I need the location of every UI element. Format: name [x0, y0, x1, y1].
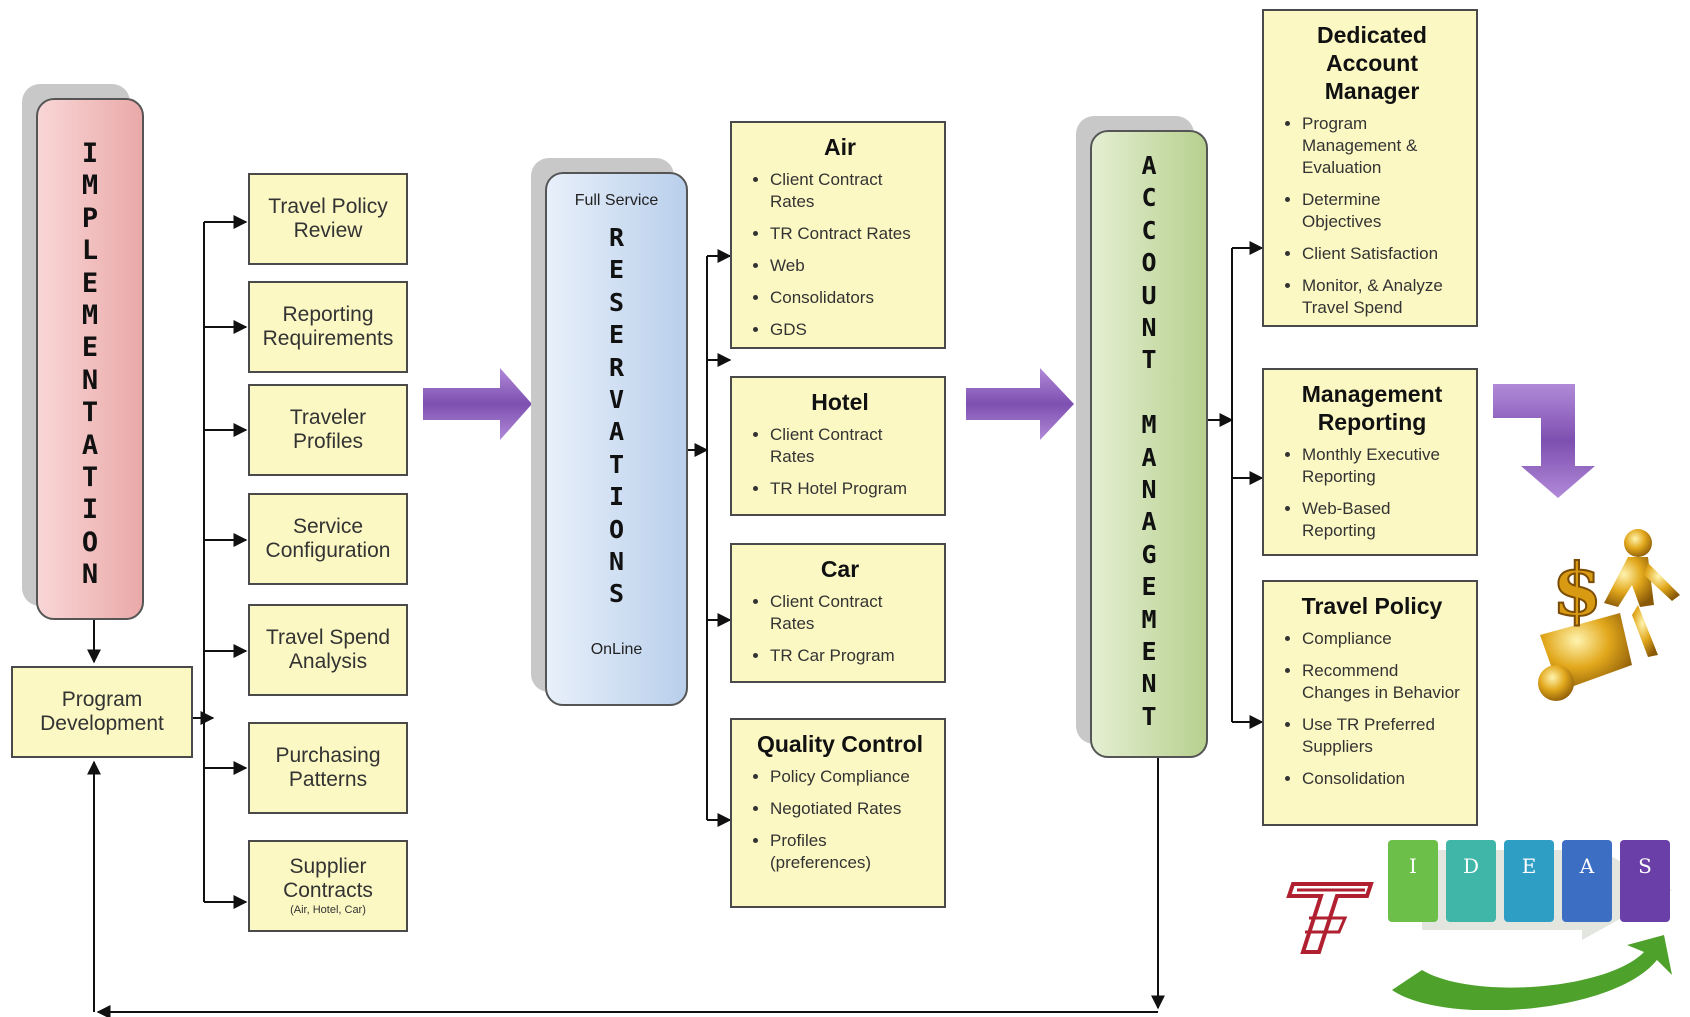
- detail-item: Monitor, & Analyze Travel Spend: [1302, 275, 1462, 319]
- implementation-item-box: Purchasing Patterns: [248, 722, 408, 814]
- travel-policy-box: Travel Policy Compliance Recommend Chang…: [1262, 580, 1478, 826]
- detail-item: Determine Objectives: [1302, 189, 1462, 233]
- detail-item: Recommend Changes in Behavior: [1302, 660, 1462, 704]
- detail-item: Compliance: [1302, 628, 1462, 650]
- ideas-step: D: [1446, 840, 1496, 922]
- reservations-top-label: Full Service: [574, 192, 659, 209]
- implementation-item-box: Service Configuration: [248, 493, 408, 585]
- detail-item: Consolidation: [1302, 768, 1462, 790]
- implementation-item-box: Reporting Requirements: [248, 281, 408, 373]
- hotel-detail-box: Hotel Client Contract Rates TR Hotel Pro…: [730, 376, 946, 516]
- implementation-item-label: Supplier Contracts: [283, 855, 373, 902]
- tr-logo-icon: [1286, 882, 1374, 954]
- detail-item: Client Satisfaction: [1302, 243, 1462, 265]
- implementation-item-label: Purchasing Patterns: [275, 744, 381, 791]
- detail-item: Profiles (preferences): [770, 830, 930, 874]
- detail-item: Policy Compliance: [770, 766, 930, 788]
- car-detail-box: Car Client Contract Rates TR Car Program: [730, 543, 946, 683]
- detail-item: Consolidators: [770, 287, 930, 309]
- flow-arrow-2: [966, 368, 1074, 440]
- detail-title: Car: [820, 556, 860, 582]
- ideas-process-graphic: I D E A S: [1382, 840, 1682, 1010]
- detail-item: TR Car Program: [770, 645, 930, 667]
- detail-title: Air: [824, 134, 856, 160]
- implementation-item-box: Traveler Profiles: [248, 384, 408, 476]
- detail-item: Negotiated Rates: [770, 798, 930, 820]
- detail-item: TR Hotel Program: [770, 478, 930, 500]
- detail-item: Program Management & Evaluation: [1302, 113, 1462, 179]
- svg-text:$: $: [1552, 547, 1602, 632]
- detail-item: Web: [770, 255, 930, 277]
- detail-item: TR Contract Rates: [770, 223, 930, 245]
- detail-title: Dedicated Account Manager: [1317, 22, 1427, 104]
- detail-item: Monthly Executive Reporting: [1302, 444, 1462, 488]
- detail-title: Management Reporting: [1301, 381, 1443, 435]
- detail-item: Web-Based Reporting: [1302, 498, 1462, 542]
- implementation-item-label: Reporting Requirements: [262, 303, 394, 350]
- implementation-item-box: Travel Policy Review: [248, 173, 408, 265]
- detail-item: Client Contract Rates: [770, 169, 930, 213]
- implementation-item-label: Traveler Profiles: [289, 406, 367, 453]
- detail-title: Quality Control: [756, 731, 924, 757]
- program-development-box: Program Development: [11, 666, 193, 758]
- implementation-item-sublabel: (Air, Hotel, Car): [290, 904, 366, 916]
- detail-item: GDS: [770, 319, 930, 341]
- detail-item: Client Contract Rates: [770, 424, 930, 468]
- detail-item: Use TR Preferred Suppliers: [1302, 714, 1462, 758]
- implementation-item-label: Service Configuration: [265, 515, 391, 562]
- detail-item: Client Contract Rates: [770, 591, 930, 635]
- gold-dollar-figure-illustration: $: [1538, 529, 1680, 701]
- detail-title: Travel Policy: [1301, 593, 1443, 619]
- implementation-item-box: Supplier Contracts (Air, Hotel, Car): [248, 840, 408, 932]
- ideas-step: I: [1388, 840, 1438, 922]
- implementation-item-box: Travel Spend Analysis: [248, 604, 408, 696]
- flow-arrow-down: [1493, 384, 1595, 498]
- implementation-item-label: Travel Policy Review: [268, 195, 388, 242]
- ideas-step: A: [1562, 840, 1612, 922]
- flow-arrow-1: [423, 368, 532, 440]
- ideas-step: E: [1504, 840, 1554, 922]
- ideas-step: S: [1620, 840, 1670, 922]
- detail-title: Hotel: [811, 389, 869, 415]
- implementation-item-label: Travel Spend Analysis: [265, 626, 391, 673]
- reservations-bottom-label: OnLine: [590, 640, 643, 658]
- quality-control-detail-box: Quality Control Policy Compliance Negoti…: [730, 718, 946, 908]
- dedicated-account-manager-box: Dedicated Account Manager Program Manage…: [1262, 9, 1478, 327]
- air-detail-box: Air Client Contract Rates TR Contract Ra…: [730, 121, 946, 349]
- program-development-label: Program Development: [40, 688, 164, 735]
- management-reporting-box: Management Reporting Monthly Executive R…: [1262, 368, 1478, 556]
